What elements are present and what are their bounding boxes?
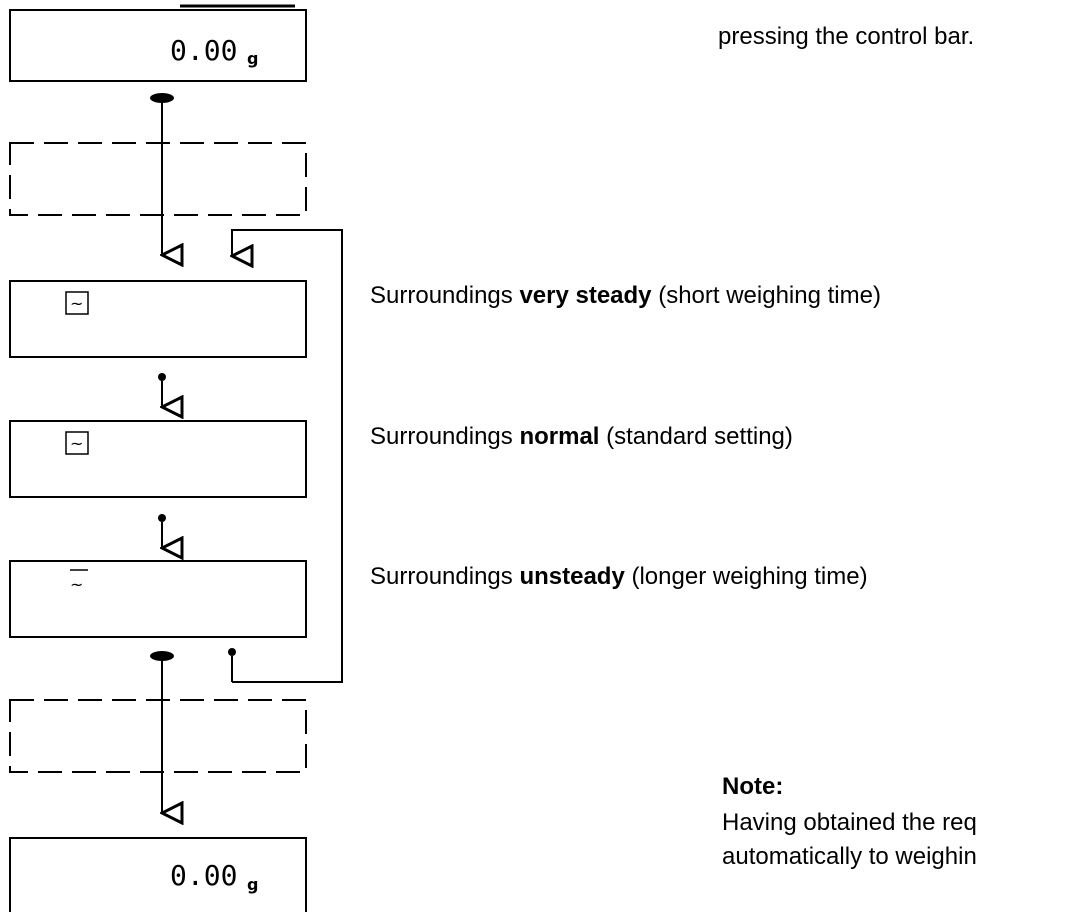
filter-icon-1: ~ [70, 294, 83, 313]
option-1-bold: very steady [519, 282, 652, 309]
lcd-display-bottom: 0.00 g [9, 837, 307, 912]
option-3-bold: unsteady [519, 563, 625, 590]
option-3-prefix: Surroundings [370, 563, 520, 590]
press-dot-icon-1 [158, 373, 166, 381]
press-dot-icon-2 [158, 514, 166, 522]
option-box-unsteady: ~ [9, 560, 307, 638]
option-1-suffix: (short weighing time) [651, 282, 881, 309]
filter-icon-3: ~ [70, 575, 83, 594]
press-indicator-icon [150, 93, 174, 103]
option-2-bold: normal [519, 423, 600, 450]
lcd-display-top: 0.00 g [9, 4, 307, 82]
option-2-suffix: (standard setting) [599, 423, 793, 450]
option-2-prefix: Surroundings [370, 423, 520, 450]
note-heading: Note: [722, 773, 784, 800]
option-box-very-steady: ~ [9, 280, 307, 358]
display-top-value: 0.00 [170, 34, 237, 67]
display-bottom-unit: g [247, 875, 258, 894]
option-label-normal: Surroundings normal (standard setting) [370, 422, 793, 452]
press-dot-icon-3 [228, 648, 236, 656]
dashed-display-2 [9, 699, 307, 773]
option-label-unsteady: Surroundings unsteady (longer weighing t… [370, 562, 868, 592]
option-box-normal: ~ [9, 420, 307, 498]
option-3-suffix: (longer weighing time) [624, 563, 868, 590]
filter-icon-2: ~ [70, 434, 83, 453]
option-label-very-steady: Surroundings very steady (short weighing… [370, 281, 881, 311]
display-top-unit: g [247, 49, 258, 68]
note-line-1: Having obtained the req [722, 809, 977, 836]
intro-text-fragment: pressing the control bar. [718, 23, 975, 50]
press-indicator-icon-2 [150, 651, 174, 661]
display-bottom-value: 0.00 [170, 859, 237, 892]
note-line-2: automatically to weighin [722, 843, 977, 870]
option-1-prefix: Surroundings [370, 282, 520, 309]
dashed-display-1 [9, 142, 307, 216]
